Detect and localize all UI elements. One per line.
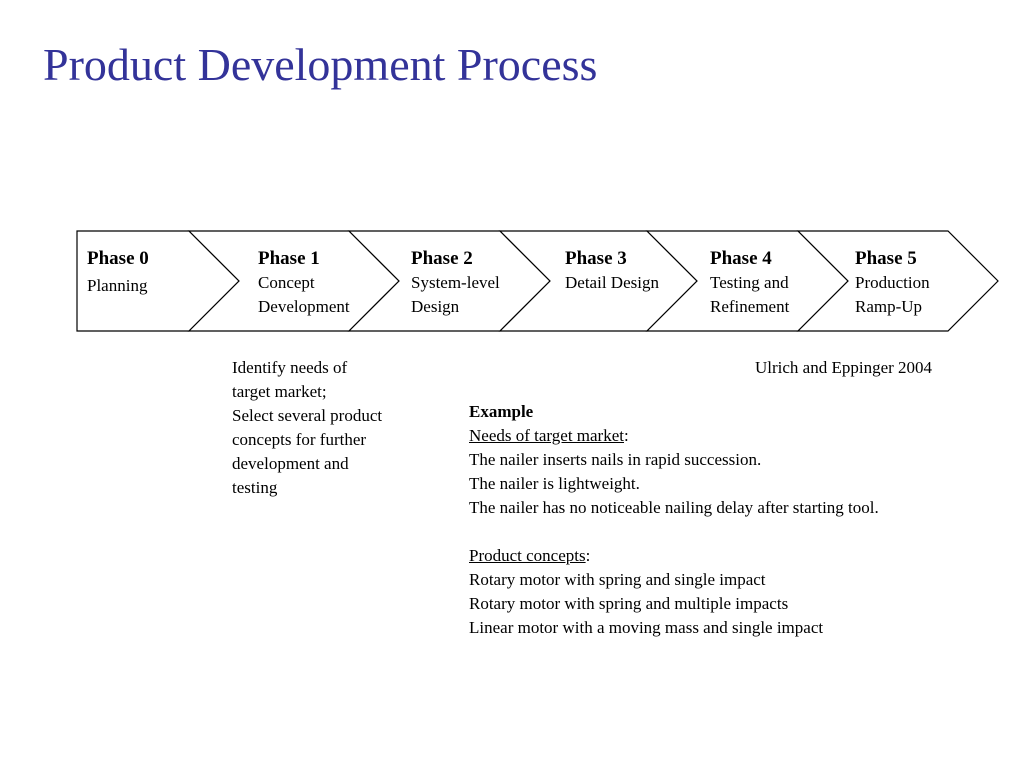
note-line: development and [232,454,349,473]
phase-4-subtitle: Testing and Refinement [710,271,789,319]
phase-5-chevron [796,230,999,332]
example-heading: Example [469,402,534,421]
example-block: Example Needs of target market: The nail… [469,400,879,640]
need-item: The nailer inserts nails in rapid succes… [469,450,762,469]
need-item: The nailer is lightweight. [469,474,640,493]
phase-5-subtitle-line: Ramp-Up [855,297,923,316]
phase-2-subtitle-line: Design [411,297,460,316]
note-line: testing [232,478,278,497]
phase-0-title: Phase 0 [87,248,149,269]
phase-5-title: Phase 5 [855,248,917,269]
citation: Ulrich and Eppinger 2004 [755,358,933,377]
note-line: Select several product [232,406,383,425]
phase-5-subtitle-line: Production [855,273,930,292]
page-title: Product Development Process [43,39,598,90]
concepts-label: Product concepts [469,546,586,565]
concepts-colon: : [585,546,591,565]
note-line: Identify needs of [232,358,348,377]
phase-0: Phase 0 Planning [87,247,149,298]
phase-5-subtitle: Production Ramp-Up [855,271,930,319]
phase-3: Phase 3 Detail Design [565,247,659,295]
phase-2: Phase 2 System-level Design [411,247,500,319]
needs-heading: Needs of target market: [469,424,879,448]
concept-item: Rotary motor with spring and single impa… [469,570,766,589]
concepts-heading: Product concepts: [469,544,879,568]
phase-2-title: Phase 2 [411,248,473,269]
phase-3-subtitle-line: Detail Design [565,273,659,292]
phase-1-subtitle-line: Concept [258,273,315,292]
phase-1: Phase 1 Concept Development [258,247,350,319]
phase-0-subtitle-line: Planning [87,276,148,295]
note-line: concepts for further [232,430,367,449]
need-item: The nailer has no noticeable nailing del… [469,498,879,517]
needs-colon: : [623,426,629,445]
spacer [469,520,879,544]
phase-4-title: Phase 4 [710,248,772,269]
phase-4-subtitle-line: Testing and [710,273,789,292]
concept-item: Linear motor with a moving mass and sing… [469,618,824,637]
note-line: target market; [232,382,327,401]
phase-5: Phase 5 Production Ramp-Up [855,247,930,319]
concept-development-note: Identify needs of target market; Select … [232,356,382,500]
phase-2-subtitle: System-level Design [411,271,500,319]
phase-3-title: Phase 3 [565,248,627,269]
phase-3-subtitle: Detail Design [565,271,659,295]
phase-4-subtitle-line: Refinement [710,297,790,316]
phase-1-subtitle-line: Development [258,297,350,316]
phase-2-subtitle-line: System-level [411,273,500,292]
phase-1-subtitle: Concept Development [258,271,350,319]
phase-1-title: Phase 1 [258,248,320,269]
phase-0-subtitle: Planning [87,274,149,298]
phase-4: Phase 4 Testing and Refinement [710,247,789,319]
concept-item: Rotary motor with spring and multiple im… [469,594,789,613]
needs-label: Needs of target market [469,426,624,445]
